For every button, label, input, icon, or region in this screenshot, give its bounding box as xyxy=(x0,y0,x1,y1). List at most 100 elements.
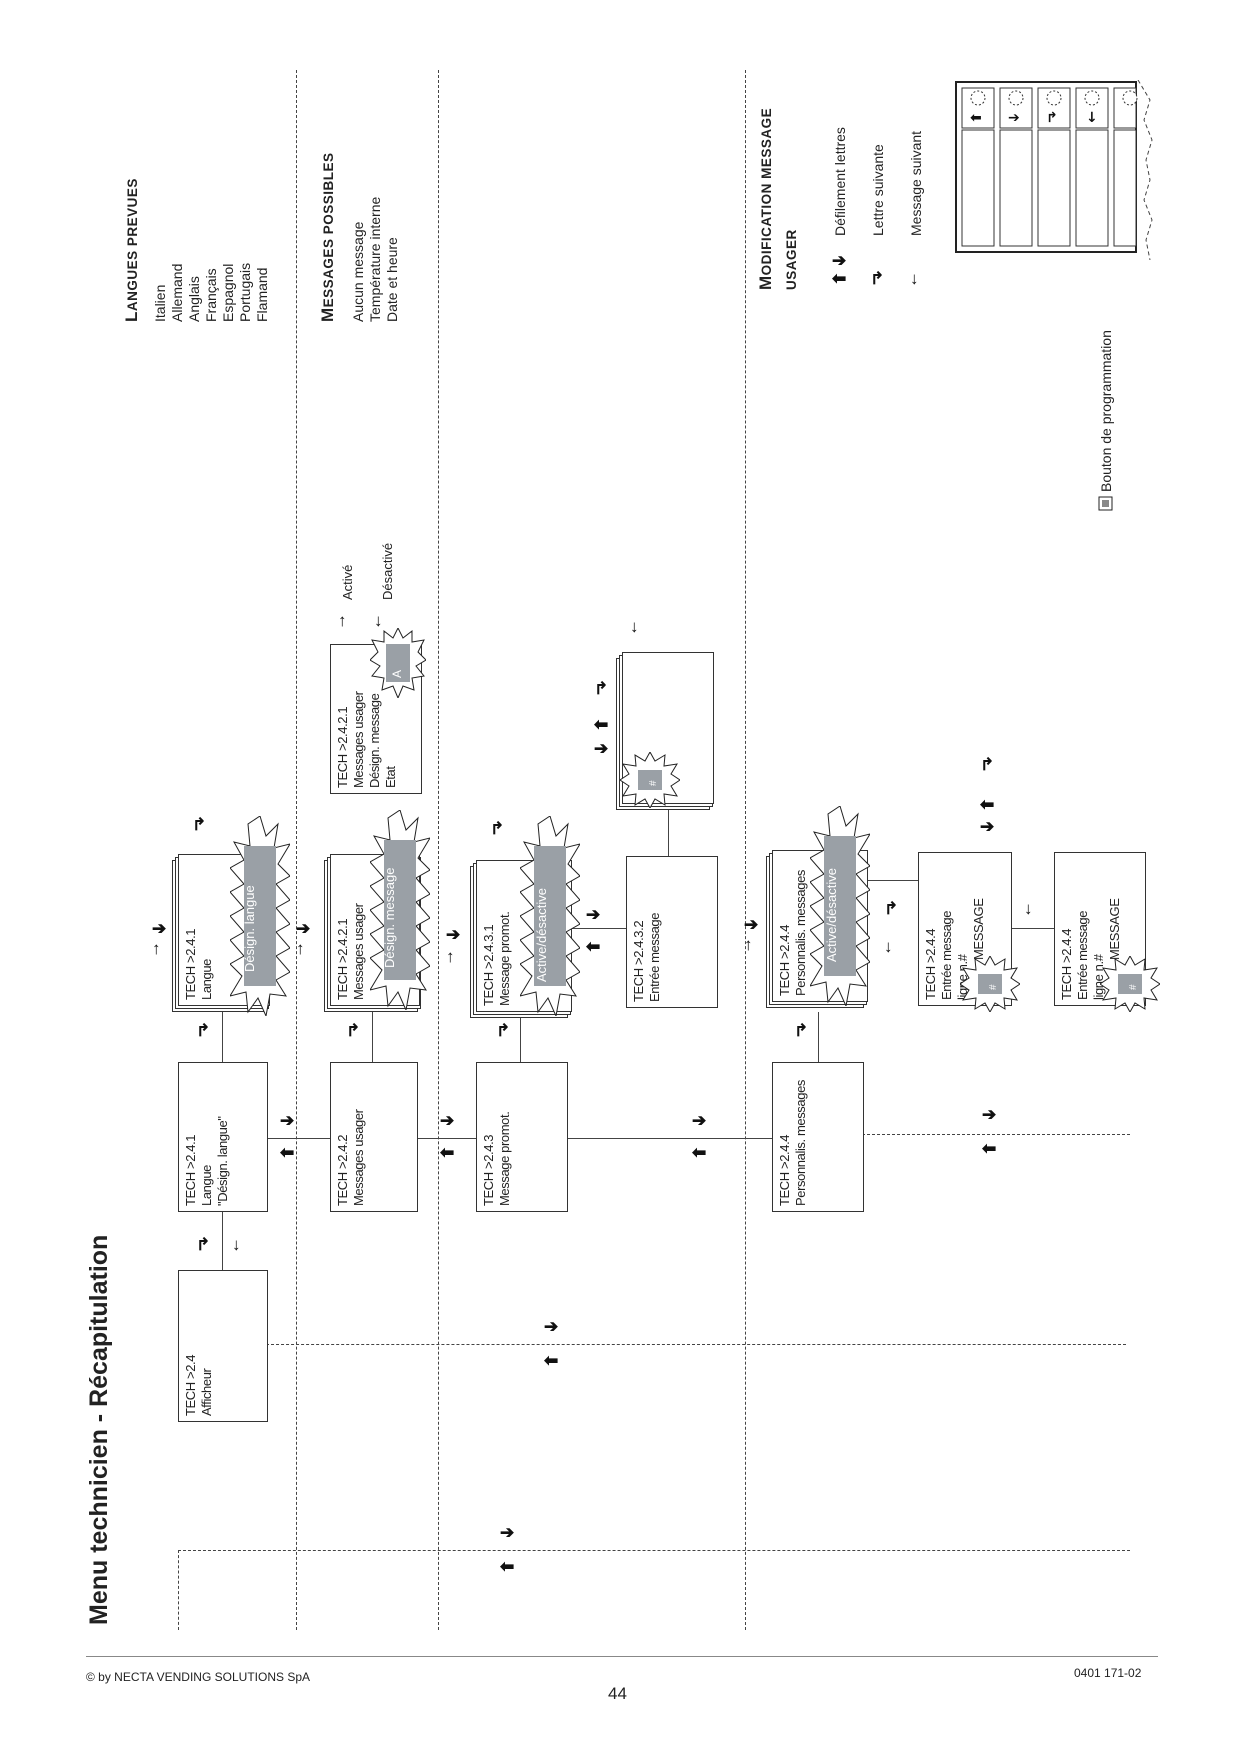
return-arrow-icon: ↱ xyxy=(594,679,609,698)
arrow-right-icon: ➔ xyxy=(544,1317,559,1336)
return-arrow-icon: ↱ xyxy=(192,815,207,834)
burst-design-message xyxy=(370,810,430,1010)
return-arrow-icon: ↱ xyxy=(196,1235,211,1254)
arrow-right-icon: ➔ xyxy=(594,739,609,758)
legend-lettre-suivante: Lettre suivante xyxy=(870,144,886,236)
burst-label-design-langue: Désign. langue xyxy=(242,885,257,972)
connector-h xyxy=(566,928,626,929)
return-arrow-icon: ↱ xyxy=(196,1021,211,1040)
arrow-down-icon: ↓ xyxy=(884,937,893,956)
legend-modif-title: MODIFICATION MESSAGE xyxy=(756,107,775,290)
connector-j xyxy=(866,880,918,881)
arrow-left-icon: ⬅ xyxy=(280,1143,295,1162)
burst-active-desactive-2 xyxy=(810,806,870,1006)
level-line-1 xyxy=(178,1550,1130,1551)
arrow-right-icon: ➔ xyxy=(280,1111,295,1130)
arrow-left-icon: ⬅ xyxy=(692,1143,707,1162)
page-title: Menu technicien - Récapitulation xyxy=(85,1234,113,1625)
arrow-down-icon: ↓ xyxy=(232,1235,241,1254)
page-number: 44 xyxy=(608,1684,627,1703)
connector-c xyxy=(566,1138,772,1139)
connector-i xyxy=(668,808,669,858)
return-arrow-icon: ↱ xyxy=(794,1021,809,1040)
svg-text:➔: ➔ xyxy=(1008,110,1020,126)
arrow-right-icon: ➔ xyxy=(692,1111,707,1130)
level-line-1-stub xyxy=(178,1550,179,1630)
keypad-icon: ⬅ ➔ ↱ ↓ xyxy=(955,80,1153,260)
burst-hash-3 xyxy=(1100,956,1160,1012)
state-desactive: Désactivé xyxy=(380,542,395,600)
legend-message-suivant: Message suivant xyxy=(908,130,924,236)
burst-label-active-desactive-2: Active/désactive xyxy=(824,868,839,962)
return-arrow-icon: ↱ xyxy=(980,755,995,774)
arrow-up-icon: ↑ xyxy=(152,939,161,958)
svg-text:↱: ↱ xyxy=(1046,110,1058,126)
burst-design-langue xyxy=(230,816,290,1016)
arrow-right-icon: ➔ xyxy=(296,919,311,938)
program-button-icon xyxy=(1098,496,1113,511)
separator-3 xyxy=(745,70,746,1630)
arrow-left-icon: ⬅ xyxy=(500,1557,515,1576)
arrow-left-icon: ⬅ xyxy=(832,269,847,288)
level-line-3 xyxy=(862,1134,1130,1135)
arrow-right-icon: ➔ xyxy=(980,817,995,836)
footer-copyright: © by NECTA VENDING SOLUTIONS SpA xyxy=(86,1670,311,1684)
arrow-left-icon: ⬅ xyxy=(440,1143,455,1162)
burst-hash-1 xyxy=(620,752,680,808)
return-arrow-icon: ↱ xyxy=(884,899,899,918)
arrow-left-icon: ⬅ xyxy=(980,795,995,814)
return-arrow-icon: ↱ xyxy=(496,1021,511,1040)
arrow-right-icon: ➔ xyxy=(500,1523,515,1542)
return-arrow-icon: ↱ xyxy=(870,269,885,288)
arrow-down-icon: ↓ xyxy=(374,611,383,630)
separator-1 xyxy=(296,70,297,1630)
arrow-down-icon: ↓ xyxy=(910,269,919,288)
arrow-right-icon: ➔ xyxy=(446,925,461,944)
return-arrow-icon: ↱ xyxy=(346,1021,361,1040)
footer-rule xyxy=(86,1656,1158,1657)
arrow-left-icon: ⬅ xyxy=(594,715,609,734)
connector-k xyxy=(1010,928,1054,929)
footer-doc-code: 0401 171-02 xyxy=(1074,1666,1142,1680)
arrow-up-icon: ↑ xyxy=(446,947,455,966)
svg-text:↓: ↓ xyxy=(1086,110,1098,126)
arrow-down-right-icon: ➔ xyxy=(152,919,167,938)
connector-g xyxy=(818,1012,819,1062)
connector-2-4 xyxy=(222,1210,223,1270)
arrow-left-icon: ⬅ xyxy=(982,1139,997,1158)
arrow-right-icon: ➔ xyxy=(744,915,759,934)
legend-langues-title: LANGUES PREVUES xyxy=(122,178,141,322)
connector-f xyxy=(520,1012,521,1062)
legend-bouton: Bouton de programmation xyxy=(1098,330,1114,492)
legend-modif-title-2: USAGER xyxy=(784,229,799,290)
arrow-down-icon: ↓ xyxy=(1024,899,1033,918)
arrow-right-icon: ➔ xyxy=(982,1105,997,1124)
legend-messages-title: MESSAGES POSSIBLES xyxy=(318,152,337,322)
burst-active-desactive-1 xyxy=(520,816,580,1016)
arrow-up-icon: ↑ xyxy=(338,611,347,630)
burst-label-design-message: Désign. message xyxy=(382,867,397,968)
connector-a xyxy=(266,1138,330,1139)
legend-defilement: Défilement lettres xyxy=(832,127,848,236)
separator-2 xyxy=(438,70,439,1630)
svg-text:⬅: ⬅ xyxy=(970,110,982,126)
connector-d xyxy=(222,1012,223,1062)
state-active: Activé xyxy=(340,564,355,600)
burst-label-active-desactive-1: Active/désactive xyxy=(534,888,549,982)
arrow-right-icon: ➔ xyxy=(440,1111,455,1130)
arrow-left-icon: ⬅ xyxy=(586,937,601,956)
connector-b xyxy=(416,1138,476,1139)
badge-a: A xyxy=(390,669,404,678)
arrow-right-icon: ➔ xyxy=(586,905,601,924)
arrow-right-icon: ➔ xyxy=(832,251,847,270)
arrow-up-icon: ↑ xyxy=(744,935,753,954)
